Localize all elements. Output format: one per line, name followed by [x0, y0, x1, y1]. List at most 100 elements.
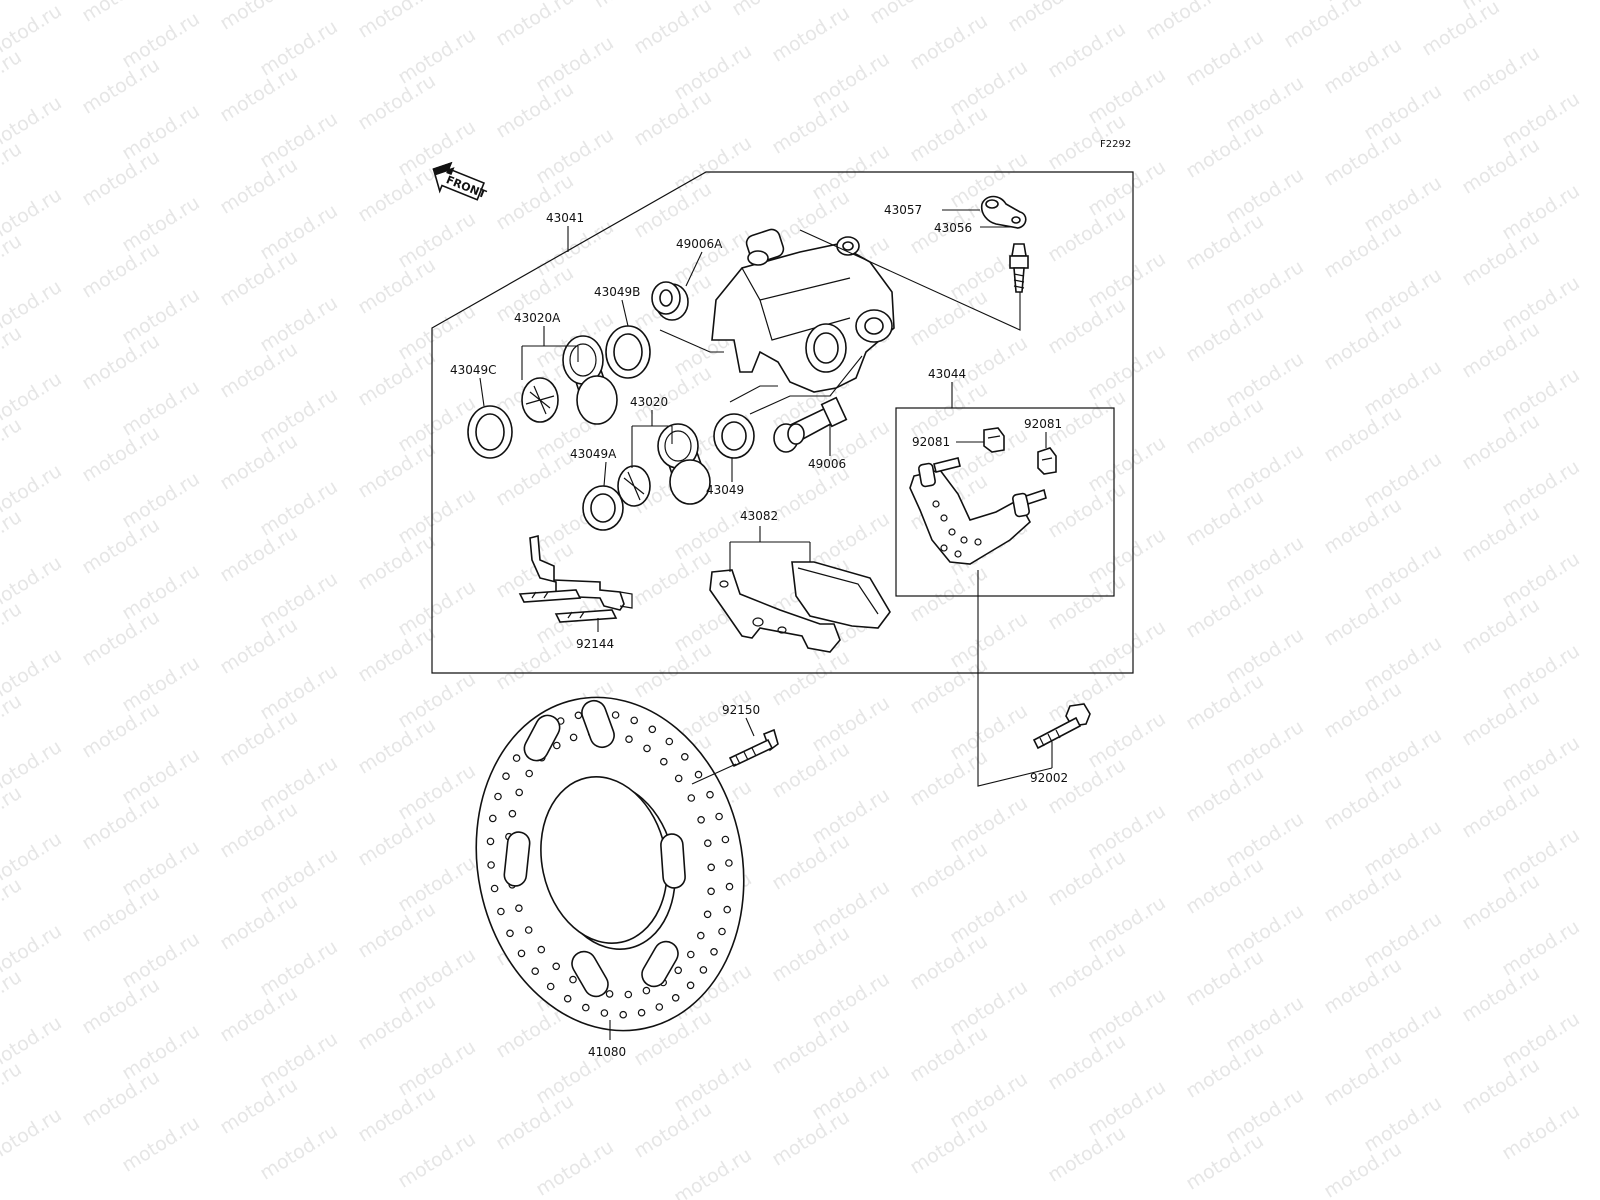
- caliper-body: [711, 228, 895, 393]
- diagram-code: F2292: [1100, 139, 1131, 150]
- drill-hole: [680, 752, 689, 761]
- caliper-assembly-boundary: [431, 171, 1134, 674]
- drill-hole: [671, 993, 680, 1002]
- drill-hole: [611, 711, 620, 719]
- drill-hole: [563, 994, 572, 1003]
- drill-hole: [605, 990, 614, 998]
- front-direction-arrow: FRONT: [432, 161, 489, 201]
- drill-hole: [718, 927, 726, 936]
- drill-hole: [502, 772, 510, 781]
- drill-hole: [642, 986, 651, 995]
- seal-43049: [713, 413, 755, 459]
- seal-43049b: [605, 325, 651, 379]
- bracket-assembly-boundary: [895, 407, 1115, 597]
- drill-hole: [525, 769, 534, 778]
- drill-hole: [552, 741, 561, 750]
- drill-hole: [687, 794, 696, 802]
- drill-hole: [624, 990, 633, 999]
- drill-hole: [707, 887, 715, 896]
- leader-lines: [479, 209, 1053, 1040]
- drill-hole: [517, 949, 526, 958]
- label-43049b: 43049B: [594, 285, 640, 299]
- drill-hole: [697, 815, 705, 824]
- drill-hole: [725, 882, 734, 891]
- drill-hole: [699, 966, 708, 974]
- drill-hole: [725, 859, 733, 867]
- label-43057: 43057: [884, 203, 922, 217]
- drill-hole: [655, 1003, 664, 1011]
- pad-clip-92081-b: [1037, 447, 1057, 475]
- label-43044: 43044: [928, 367, 966, 381]
- drill-hole: [569, 733, 578, 742]
- seal-43049c: [467, 405, 513, 459]
- label-92150: 92150: [722, 703, 760, 717]
- label-43020a: 43020A: [514, 311, 561, 325]
- label-43049: 43049: [706, 483, 744, 497]
- drill-hole: [694, 770, 703, 779]
- label-43041: 43041: [546, 211, 584, 225]
- drill-hole: [674, 774, 683, 783]
- label-43082: 43082: [740, 509, 778, 523]
- drill-hole: [630, 716, 639, 725]
- drill-hole: [512, 754, 521, 762]
- drill-hole: [723, 905, 732, 914]
- pad-clip-92081-a: [983, 427, 1005, 453]
- label-92081-right: 92081: [1024, 417, 1062, 431]
- piston-43020: [657, 423, 711, 505]
- drill-hole: [524, 926, 533, 934]
- drill-hole: [497, 907, 505, 916]
- drill-hole: [488, 814, 497, 823]
- label-43049c: 43049C: [450, 363, 497, 377]
- label-41080: 41080: [588, 1045, 626, 1059]
- drill-hole: [665, 737, 674, 746]
- drill-hole: [686, 950, 695, 959]
- drill-hole: [696, 931, 705, 940]
- insulator-43020: [617, 465, 651, 507]
- label-43020: 43020: [630, 395, 668, 409]
- drill-hole: [619, 1010, 628, 1019]
- drill-hole: [486, 837, 495, 846]
- drill-hole: [552, 962, 561, 971]
- label-92002: 92002: [1030, 771, 1068, 785]
- drill-hole: [569, 975, 577, 984]
- drill-hole: [515, 904, 523, 913]
- drill-hole: [703, 839, 712, 848]
- drill-hole: [581, 1003, 590, 1012]
- caliper-bracket-43044: [909, 457, 1047, 565]
- drill-hole: [600, 1009, 609, 1017]
- drill-hole: [715, 812, 723, 821]
- drill-hole: [537, 945, 546, 954]
- drill-hole: [625, 735, 633, 744]
- drill-hole: [494, 792, 502, 801]
- label-49006: 49006: [808, 457, 846, 471]
- drill-hole: [659, 757, 668, 766]
- drill-hole: [637, 1008, 646, 1017]
- drill-hole: [686, 981, 695, 990]
- bolt-92002: [1032, 703, 1091, 750]
- drill-hole: [703, 910, 712, 919]
- part-labels: 43041 49006A 43049B 43020A 43049C 43020 …: [450, 203, 1068, 1059]
- label-49006a: 49006A: [676, 237, 723, 251]
- brake-pads-43082: [709, 561, 891, 653]
- piston-43020a: [562, 335, 618, 425]
- seal-43049a: [582, 485, 624, 531]
- drill-hole: [515, 788, 524, 797]
- drill-hole: [508, 809, 517, 818]
- label-43056: 43056: [934, 221, 972, 235]
- drill-hole: [487, 861, 495, 869]
- bleeder-valve-43056: [1009, 243, 1029, 293]
- slide-pin-49006: [773, 396, 848, 453]
- bolt-92150: [728, 728, 779, 768]
- pad-spring-92144: [518, 534, 633, 623]
- drill-hole: [710, 947, 718, 956]
- drill-hole: [546, 982, 555, 991]
- drill-hole: [643, 744, 651, 753]
- bushing-49006a: [651, 281, 689, 321]
- label-43049a: 43049A: [570, 447, 617, 461]
- label-92144: 92144: [576, 637, 614, 651]
- drill-hole: [721, 835, 730, 844]
- drill-hole: [531, 967, 540, 976]
- drill-hole: [648, 725, 657, 734]
